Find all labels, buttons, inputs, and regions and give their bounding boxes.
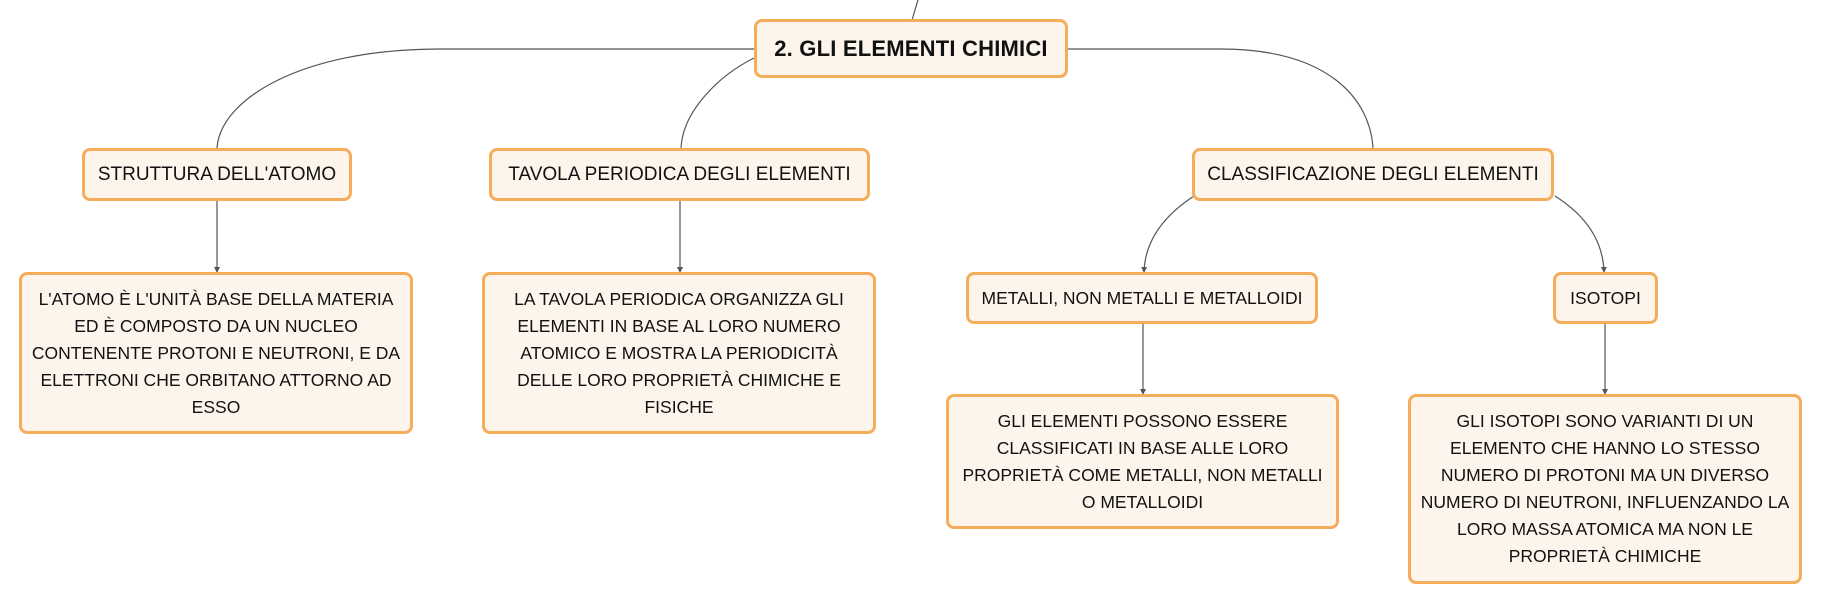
connector-classificazione-metalli bbox=[1141, 195, 1195, 273]
connector-root-tavola bbox=[680, 57, 755, 149]
subtopic-metalli[interactable]: METALLI, NON METALLI E METALLOIDI bbox=[966, 272, 1318, 324]
connector-root-struttura bbox=[216, 48, 754, 149]
topic-tavola-periodica[interactable]: TAVOLA PERIODICA DEGLI ELEMENTI bbox=[489, 148, 870, 201]
detail-metalli[interactable]: GLI ELEMENTI POSSONO ESSERE CLASSIFICATI… bbox=[946, 394, 1339, 529]
topic-classificazione[interactable]: CLASSIFICAZIONE DEGLI ELEMENTI bbox=[1192, 148, 1554, 201]
detail-isotopi[interactable]: GLI ISOTOPI SONO VARIANTI DI UN ELEMENTO… bbox=[1408, 394, 1802, 584]
connector-root-classificazione bbox=[1068, 48, 1374, 149]
subtopic-isotopi[interactable]: ISOTOPI bbox=[1553, 272, 1658, 324]
detail-tavola-periodica[interactable]: LA TAVOLA PERIODICA ORGANIZZA GLI ELEMEN… bbox=[482, 272, 876, 434]
root-topic[interactable]: 2. GLI ELEMENTI CHIMICI bbox=[754, 19, 1068, 78]
topic-struttura-atomo[interactable]: STRUTTURA DELL'ATOMO bbox=[82, 148, 352, 201]
connector-classificazione-isotopi bbox=[1554, 195, 1607, 273]
detail-struttura-atomo[interactable]: L'ATOMO È L'UNITÀ BASE DELLA MATERIA ED … bbox=[19, 272, 413, 434]
connector-parent-root bbox=[911, 0, 919, 21]
